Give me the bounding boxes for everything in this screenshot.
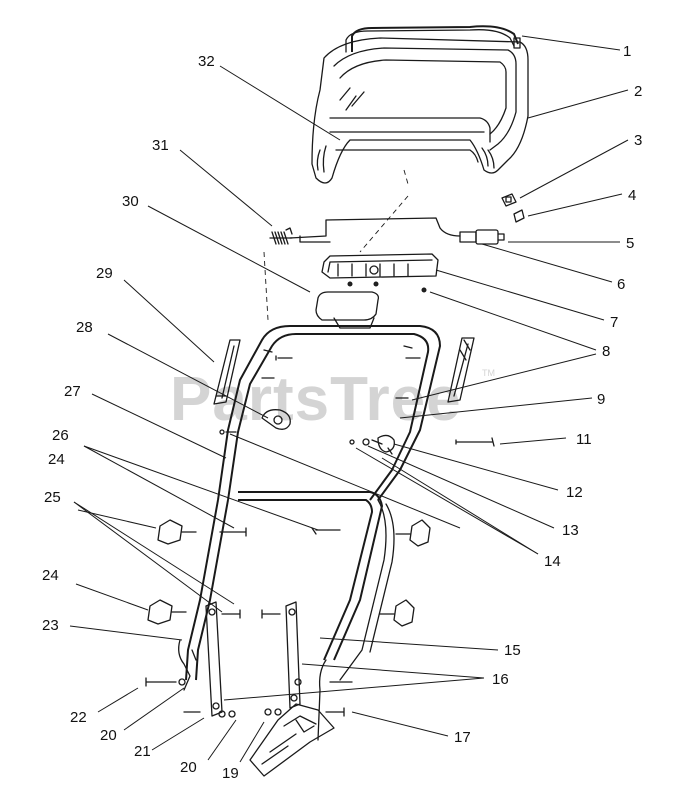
callout-24-upper: 24 — [48, 451, 65, 468]
callout-6: 6 — [617, 276, 625, 293]
callout-24-lower: 24 — [42, 567, 59, 584]
part-lower-hardware — [145, 677, 353, 718]
callout-5: 5 — [626, 235, 634, 252]
part-knob-lower — [147, 599, 187, 625]
part-switch-box — [321, 253, 439, 293]
part-handle-shroud — [311, 37, 529, 184]
part-rivet — [501, 193, 517, 207]
callout-20-bottom: 20 — [180, 759, 197, 776]
leader-lines — [69, 35, 629, 763]
callout-12: 12 — [566, 484, 583, 501]
part-control-bail — [345, 25, 521, 53]
callout-4: 4 — [628, 187, 636, 204]
callout-13: 13 — [562, 522, 579, 539]
callout-20-left: 20 — [100, 727, 117, 744]
part-cable — [289, 217, 505, 245]
callout-22: 22 — [70, 709, 87, 726]
part-knob-upper — [157, 519, 197, 545]
callout-31: 31 — [152, 137, 169, 154]
callout-3: 3 — [634, 132, 642, 149]
part-cable-clip — [349, 434, 495, 455]
callout-30: 30 — [122, 193, 139, 210]
callout-26: 26 — [52, 427, 69, 444]
callout-8: 8 — [602, 343, 610, 360]
callout-17: 17 — [454, 729, 471, 746]
callout-19: 19 — [222, 765, 239, 782]
part-left-grip — [213, 339, 241, 405]
watermark-trademark: TM — [482, 368, 495, 378]
callout-25: 25 — [44, 489, 61, 506]
callout-15: 15 — [504, 642, 521, 659]
callout-29: 29 — [96, 265, 113, 282]
callout-23: 23 — [42, 617, 59, 634]
part-lower-handle — [178, 491, 395, 741]
callout-7: 7 — [610, 314, 618, 331]
callout-27: 27 — [64, 383, 81, 400]
part-handle-screws — [219, 355, 421, 435]
part-upper-handle — [217, 325, 441, 501]
part-right-grip — [447, 337, 475, 403]
part-bracket-right — [285, 601, 301, 709]
part-knob-right-lower — [379, 599, 415, 627]
part-cable-guide — [261, 409, 291, 430]
callout-2: 2 — [634, 83, 642, 100]
callout-16: 16 — [492, 671, 509, 688]
callout-32: 32 — [198, 53, 215, 70]
callout-14: 14 — [544, 553, 561, 570]
assembly-lines — [263, 169, 409, 321]
part-bracket-left — [205, 601, 223, 717]
watermark: PartsTree TM — [170, 365, 495, 434]
callout-9: 9 — [597, 391, 605, 408]
part-deck-mount — [249, 703, 335, 777]
part-spring — [269, 227, 293, 245]
callout-labels: 1 2 3 4 5 6 7 8 9 11 12 13 14 15 16 17 1… — [42, 43, 642, 782]
part-bolts — [219, 527, 341, 619]
callout-21: 21 — [134, 743, 151, 760]
callout-1: 1 — [623, 43, 631, 60]
callout-28: 28 — [76, 319, 93, 336]
part-grip-cover — [315, 291, 380, 329]
callout-11: 11 — [576, 431, 592, 448]
part-screw — [513, 209, 525, 223]
part-knob-right-upper — [395, 519, 431, 547]
